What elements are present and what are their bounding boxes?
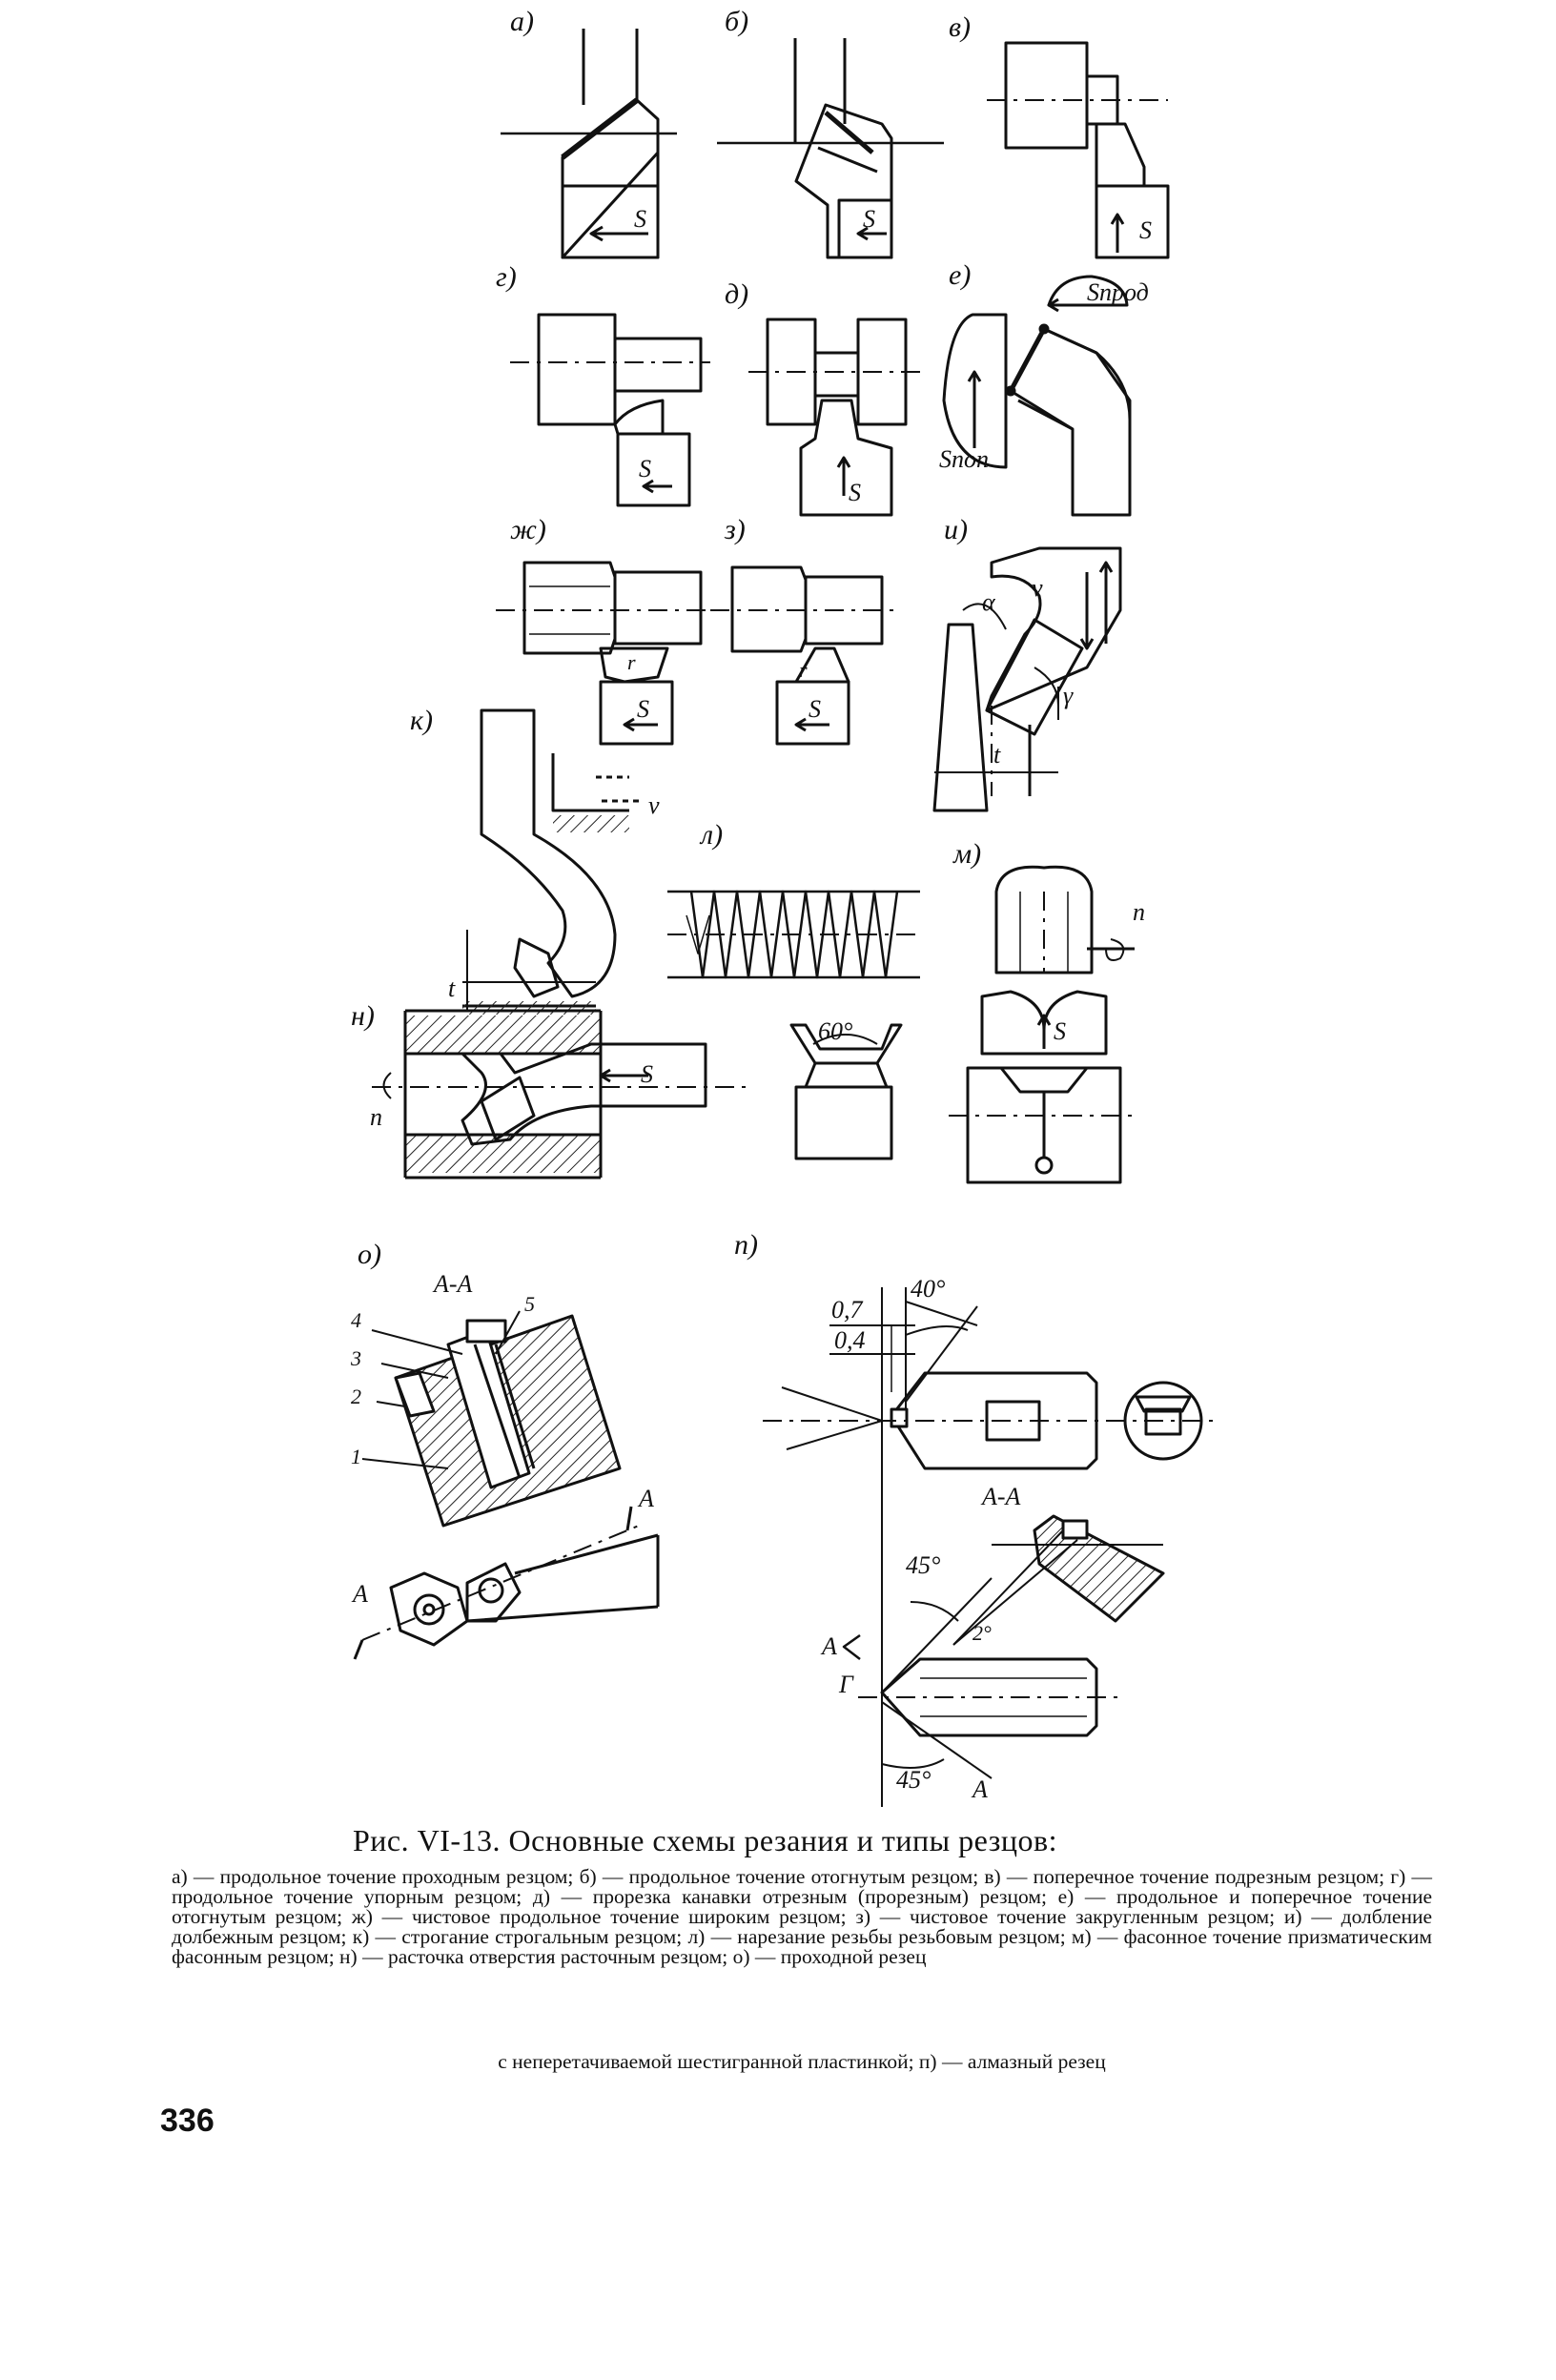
panel-g xyxy=(510,313,710,507)
label-o: о) xyxy=(358,1239,381,1270)
panel-n xyxy=(372,1009,748,1180)
dim-07: 0,7 xyxy=(831,1296,864,1323)
caption-title: Рис. VI-13. Основные схемы резания и тип… xyxy=(353,1823,1057,1857)
label-a: а) xyxy=(510,6,534,37)
feed-a: S xyxy=(634,205,646,233)
panel-i xyxy=(932,546,1122,812)
label-i: и) xyxy=(944,514,968,545)
panel-a xyxy=(501,29,677,259)
feed-d: S xyxy=(849,479,861,506)
part-4: 4 xyxy=(351,1308,361,1332)
feed-b: S xyxy=(863,205,875,233)
label-b: б) xyxy=(725,6,748,37)
label-z: з) xyxy=(724,514,746,545)
section-a-p: А xyxy=(820,1632,837,1660)
panel-d xyxy=(748,318,920,517)
dim-04: 0,4 xyxy=(834,1326,866,1354)
page-number: 336 xyxy=(160,2103,215,2139)
panel-p xyxy=(763,1287,1220,1807)
feed-v: S xyxy=(1139,216,1152,244)
panel-v xyxy=(987,41,1170,259)
label-d: д) xyxy=(725,278,748,310)
feed-z: S xyxy=(809,695,821,723)
label-l: л) xyxy=(699,819,723,851)
angle-60: 60° xyxy=(818,1017,852,1045)
depth-k: t xyxy=(448,975,456,1002)
label-v: в) xyxy=(949,11,971,43)
label-p: п) xyxy=(734,1229,758,1261)
panel-labels: а) б) в) г) д) е) ж) з) и) к) л) м) н) о… xyxy=(351,6,981,1270)
section-a-o-top: А xyxy=(637,1485,654,1512)
caption-body: а) — продольное точение проходным резцом… xyxy=(172,1865,1432,1968)
label-zh: ж) xyxy=(510,514,546,545)
part-2: 2 xyxy=(351,1385,361,1408)
radius-z: r xyxy=(799,658,808,682)
label-g: г) xyxy=(496,261,517,293)
section-aa-o: А-А xyxy=(432,1270,473,1298)
s-prod: Sпрод xyxy=(1087,278,1149,306)
speed-i: v xyxy=(1032,574,1043,602)
label-e: е) xyxy=(949,259,971,291)
feed-zh: S xyxy=(637,695,649,723)
section-a-o-bottom: А xyxy=(351,1580,368,1608)
section-aa-p: А-А xyxy=(980,1483,1021,1510)
angle-45-bottom: 45° xyxy=(896,1766,931,1794)
n-n: n xyxy=(370,1103,382,1131)
panel-zh xyxy=(496,561,715,746)
alpha-i: α xyxy=(982,588,996,616)
figure-symbols: S S S S S Sпрод Sпоп S S r r v α γ t v t… xyxy=(350,205,1152,1803)
speed-k: v xyxy=(648,791,660,819)
part-3: 3 xyxy=(350,1346,361,1370)
panel-k xyxy=(462,708,639,1015)
caption-last-line: с неперетачиваемой шестигранной пластинк… xyxy=(498,2050,1106,2073)
feed-g: S xyxy=(639,455,651,482)
label-k: к) xyxy=(410,705,433,736)
gamma-i: γ xyxy=(1063,682,1074,709)
label-n: н) xyxy=(351,1000,375,1032)
section-a-p-bottom: А xyxy=(971,1775,988,1803)
angle-45-top: 45° xyxy=(906,1551,940,1579)
feed-n: S xyxy=(641,1060,653,1088)
panel-b xyxy=(717,38,944,259)
label-m: м) xyxy=(952,838,981,870)
panel-o xyxy=(353,1310,660,1660)
feed-m: S xyxy=(1054,1017,1066,1045)
s-pop: Sпоп xyxy=(939,445,989,473)
n-m: n xyxy=(1133,898,1145,926)
panel-l xyxy=(667,890,920,1160)
radius-zh: r xyxy=(627,650,636,674)
angle-40: 40° xyxy=(911,1275,945,1303)
part-1: 1 xyxy=(351,1445,361,1468)
panel-e xyxy=(942,275,1132,517)
gamma-upper-p: Г xyxy=(838,1671,854,1698)
part-5: 5 xyxy=(524,1292,535,1316)
angle-2: 2° xyxy=(972,1621,992,1645)
depth-i: t xyxy=(993,741,1001,769)
panel-m xyxy=(949,865,1139,1184)
panel-z xyxy=(710,565,901,746)
